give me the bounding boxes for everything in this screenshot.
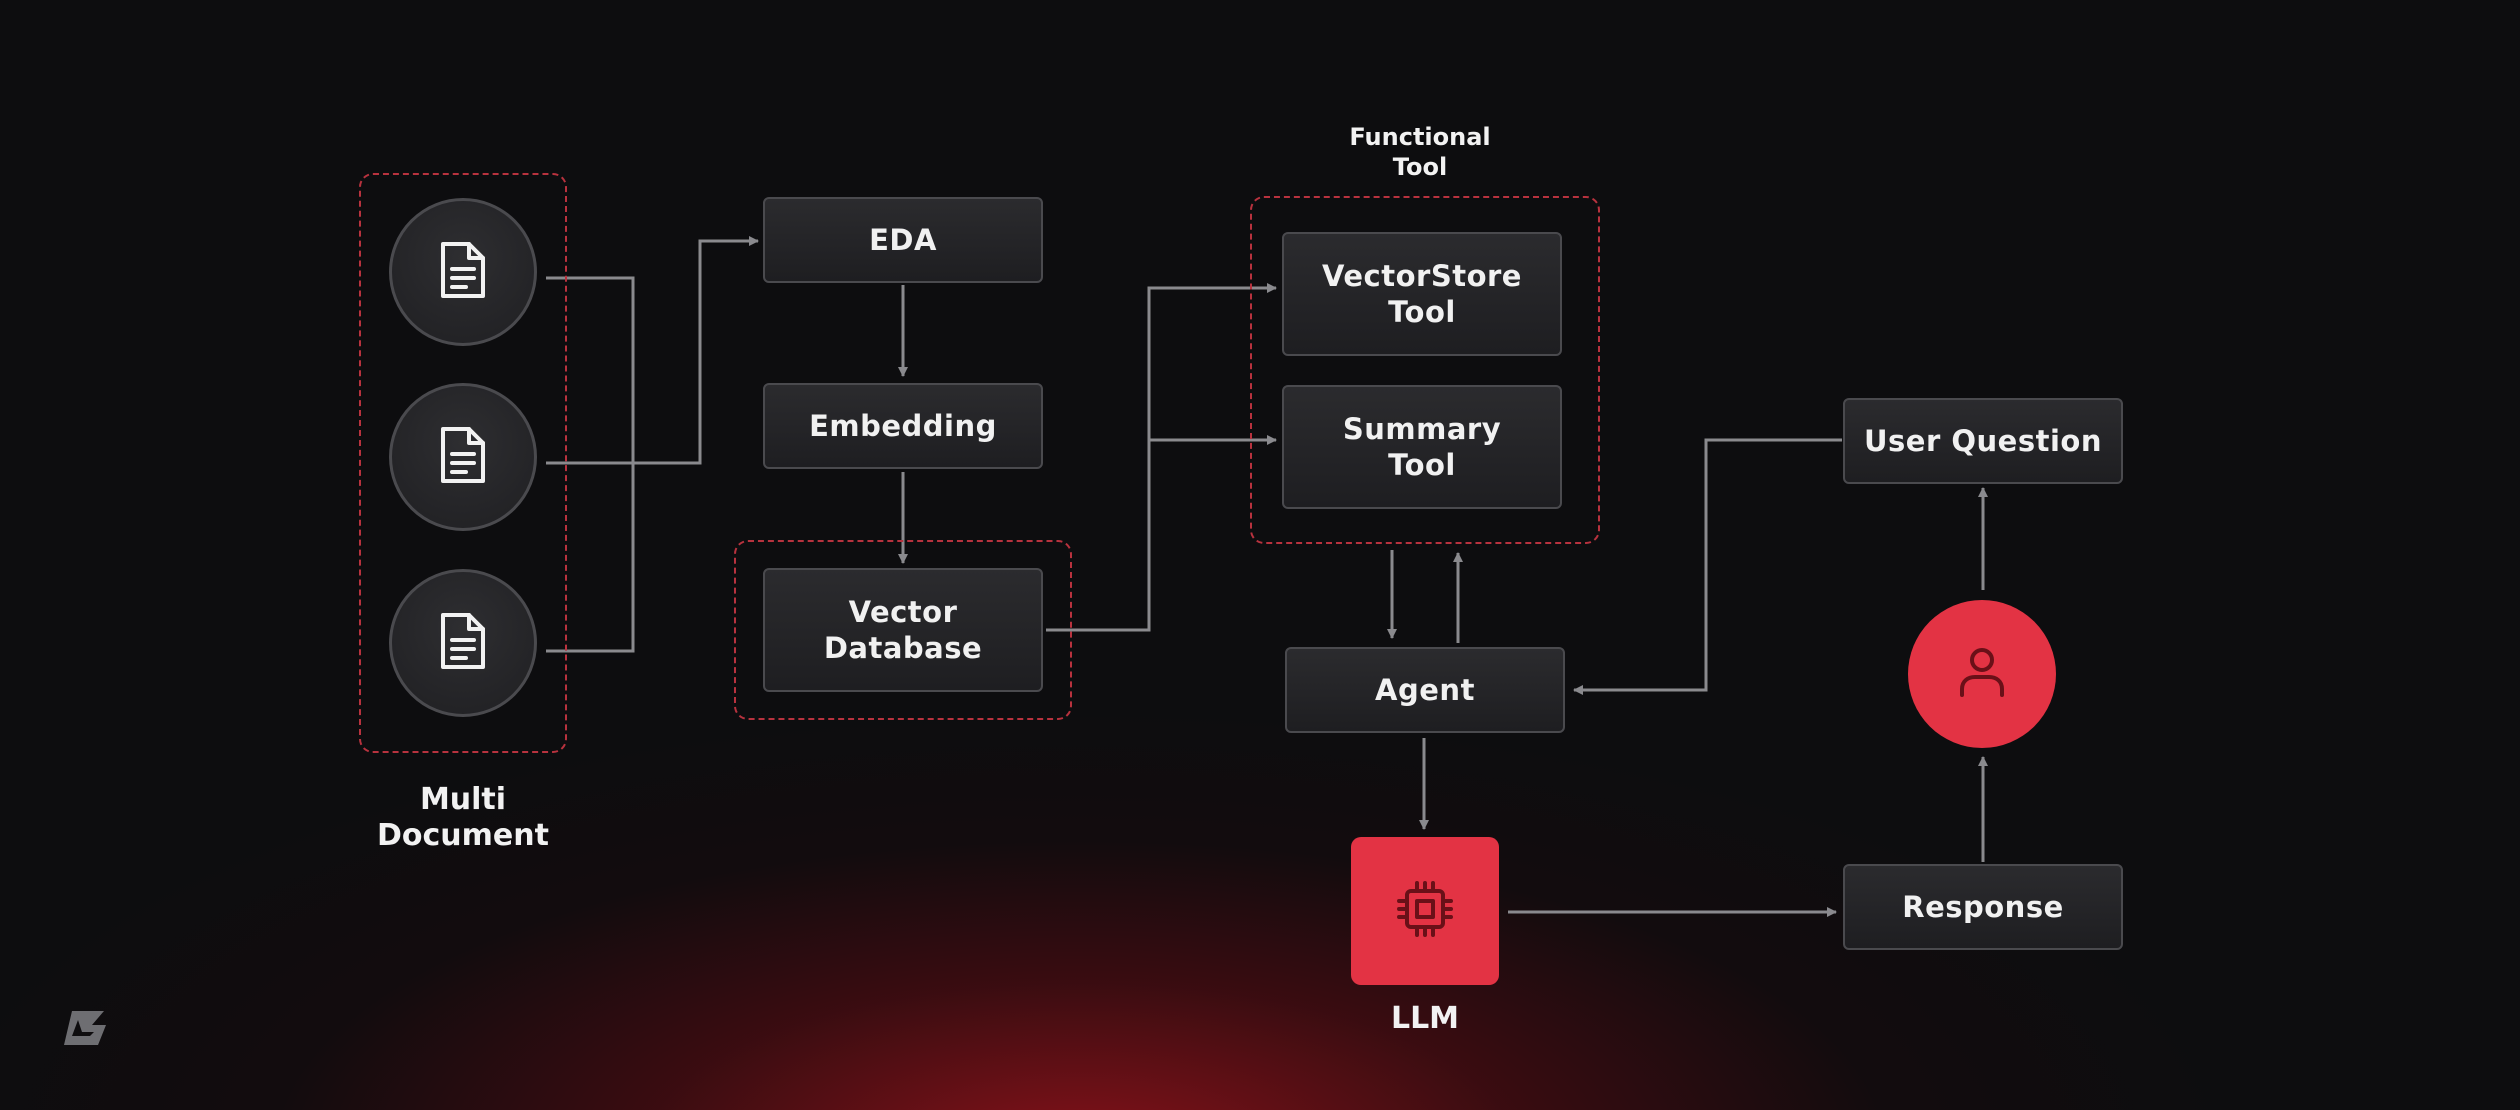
llm-node — [1351, 837, 1499, 985]
embedding-node: Embedding — [763, 383, 1043, 469]
eda-node: EDA — [763, 197, 1043, 283]
llm-label: LLM — [1390, 1001, 1460, 1036]
user-node — [1908, 600, 2056, 748]
tools-group-label: Functional Tool — [1349, 123, 1491, 181]
user-icon — [1957, 645, 2007, 703]
documents-group-label: Multi Document — [377, 782, 549, 853]
cpu-chip-icon — [1393, 877, 1457, 945]
edge-question-agent — [1573, 438, 1842, 695]
agent-node: Agent — [1285, 647, 1565, 733]
user-question-node: User Question — [1843, 398, 2123, 484]
document-icon — [438, 612, 488, 674]
document-icon — [438, 241, 488, 303]
response-node: Response — [1843, 864, 2123, 950]
document-node-3 — [389, 569, 537, 717]
vectorstore-tool-node: VectorStore Tool — [1282, 232, 1562, 356]
document-node-1 — [389, 198, 537, 346]
documents-group — [359, 173, 567, 753]
vector-database-group — [734, 540, 1072, 720]
document-node-2 — [389, 383, 537, 531]
edge-doc2-eda — [546, 236, 759, 465]
summary-tool-node: Summary Tool — [1282, 385, 1562, 509]
vector-database-node: Vector Database — [763, 568, 1043, 692]
document-icon — [438, 426, 488, 488]
edge-vectordb-tools — [1046, 283, 1277, 632]
brand-logo-icon — [60, 1008, 114, 1052]
functional-tool-group — [1250, 196, 1600, 544]
